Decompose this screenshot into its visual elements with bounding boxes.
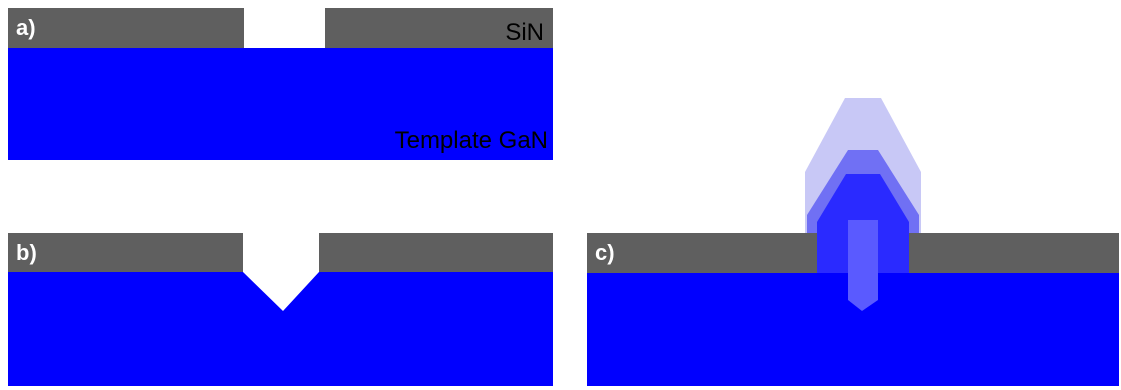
panel-a-label: a) bbox=[16, 15, 36, 40]
panel-c-label: c) bbox=[595, 240, 615, 265]
panel-c: c) bbox=[587, 98, 1119, 386]
panel-a: a) SiN Template GaN bbox=[8, 8, 553, 160]
panel-b-mask-left bbox=[8, 233, 243, 273]
panel-b: b) bbox=[8, 233, 553, 386]
panel-a-mask-left bbox=[8, 8, 244, 48]
panel-a-mask-right bbox=[325, 8, 553, 48]
panel-c-mask-right bbox=[906, 233, 1119, 273]
nanowire-core bbox=[848, 220, 878, 311]
panel-a-substrate bbox=[8, 46, 553, 160]
panel-a-opening bbox=[244, 8, 325, 48]
panel-b-mask-right bbox=[319, 233, 553, 273]
panel-b-label: b) bbox=[16, 240, 37, 265]
sin-label: SiN bbox=[505, 19, 544, 46]
panel-c-mask-left bbox=[587, 233, 817, 273]
template-gan-label: Template GaN bbox=[395, 127, 548, 154]
panel-b-substrate bbox=[8, 272, 553, 386]
